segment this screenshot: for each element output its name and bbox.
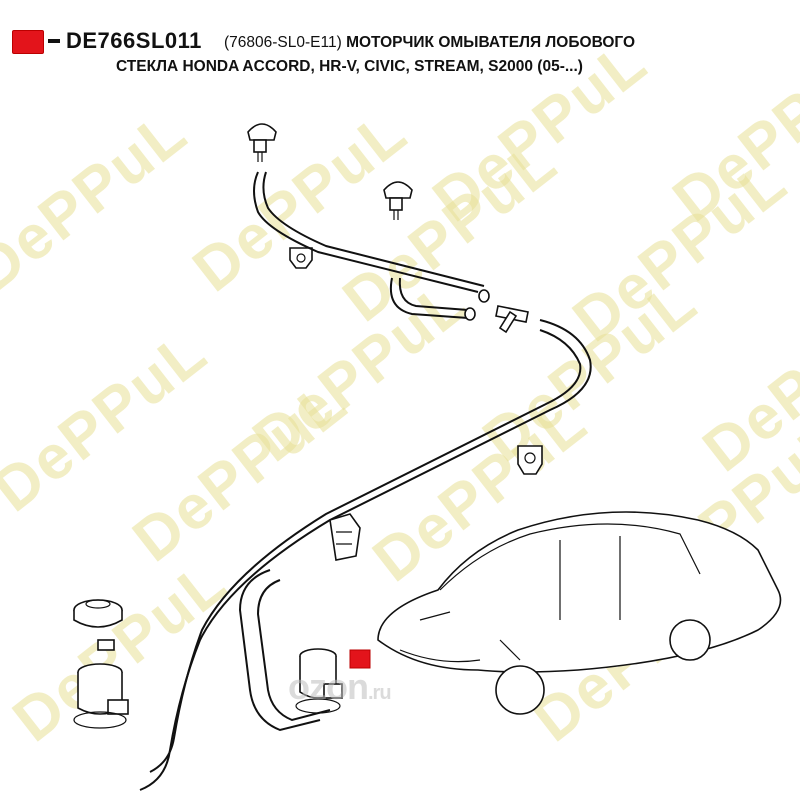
hose-nozzle-2-outline — [398, 277, 469, 311]
oem-number: (76806-SL0-E11) — [224, 34, 342, 51]
washer-pump-left — [73, 663, 129, 729]
lower-hose — [238, 569, 321, 732]
red-marker-icon — [12, 30, 44, 54]
hose-clip-3 — [329, 513, 361, 561]
hose-clip-1 — [289, 247, 313, 269]
hose-upper — [253, 171, 479, 293]
part-code: DE766SL011 — [66, 28, 202, 53]
seal — [97, 639, 115, 651]
title-line-1: (76806-SL0-E11) МОТОРЧИК ОМЫВАТЕЛЯ ЛОБОВ… — [224, 34, 635, 52]
hose-clip-2 — [517, 445, 543, 475]
dash-icon — [48, 39, 60, 43]
washer-nozzle-1 — [247, 123, 277, 162]
main-hose-outline — [149, 329, 582, 773]
hose-nozzle-2 — [390, 277, 469, 319]
logo-text: ozon — [288, 666, 369, 707]
hose-upper-outline — [262, 171, 485, 287]
ozon-logo: ozon.ru — [288, 666, 392, 708]
hose-end — [478, 289, 490, 303]
car-illustration — [377, 511, 782, 715]
description-line-2: СТЕКЛА HONDA ACCORD, HR-V, CIVIC, STREAM… — [116, 58, 583, 75]
washer-pump-target — [295, 648, 343, 714]
t-joint — [495, 305, 529, 334]
hose-end — [464, 307, 476, 321]
logo-tld: .ru — [367, 682, 392, 704]
description-line-1: МОТОРЧИК ОМЫВАТЕЛЯ ЛОБОВОГО — [346, 34, 636, 51]
target-part-marker — [349, 649, 371, 669]
reservoir-cap — [73, 599, 123, 628]
washer-nozzle-2 — [383, 181, 413, 220]
lower-hose-outline — [256, 579, 331, 722]
